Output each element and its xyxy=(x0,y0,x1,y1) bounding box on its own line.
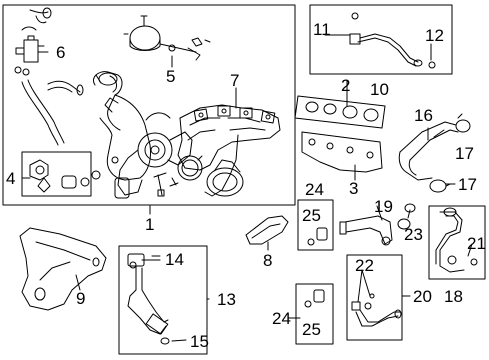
gasket-kit-box xyxy=(297,199,334,251)
hose-clamp-lower xyxy=(429,179,451,193)
callout-6: 6 xyxy=(56,43,66,62)
callout-20: 20 xyxy=(413,287,432,306)
callout-4: 4 xyxy=(6,169,16,188)
turbo-assembly-box xyxy=(2,4,296,206)
water-inlet-pipe xyxy=(339,215,393,246)
callout-2: 2 xyxy=(341,76,351,95)
callout-22: 22 xyxy=(355,256,374,275)
bypass-solenoid xyxy=(14,26,45,76)
callout-16: 16 xyxy=(414,106,433,125)
bypass-hose xyxy=(21,79,84,146)
callout-24-lower: 24 xyxy=(272,309,291,328)
gasket-kit-parts-lower xyxy=(304,289,325,308)
callout-23: 23 xyxy=(404,225,423,244)
bolts xyxy=(91,156,119,180)
turbocharger xyxy=(93,71,193,199)
callout-25-upper: 25 xyxy=(302,206,321,225)
actuator-parts xyxy=(29,159,90,193)
callout-19: 19 xyxy=(374,197,393,216)
heat-shield xyxy=(301,131,383,173)
oil-feed-pipe-box xyxy=(309,4,453,75)
heat-shield-bracket xyxy=(245,215,289,245)
oil-feed-pipe xyxy=(349,12,436,69)
turbo-support-bracket xyxy=(19,227,107,311)
actuator-clip xyxy=(191,37,211,47)
hose-clamp-upper xyxy=(455,113,471,133)
callout-15: 15 xyxy=(190,332,209,351)
callout-1: 1 xyxy=(145,215,155,234)
callout-5: 5 xyxy=(166,67,176,86)
exhaust-gasket xyxy=(294,95,386,129)
outlet-elbow xyxy=(206,159,244,197)
coolant-return-pipe xyxy=(435,207,478,273)
callout-3: 3 xyxy=(349,179,359,198)
callout-17-lower: 17 xyxy=(458,175,477,194)
studs xyxy=(153,172,179,197)
callout-12: 12 xyxy=(425,26,444,45)
water-pipe-box xyxy=(346,254,403,341)
callout-17-upper: 17 xyxy=(455,144,474,163)
water-return-pipe xyxy=(351,293,402,327)
coolant-pipe-box xyxy=(428,205,486,280)
callout-10: 10 xyxy=(370,80,389,99)
gasket-kit-parts xyxy=(307,227,328,246)
callout-18: 18 xyxy=(444,287,463,306)
callout-14: 14 xyxy=(165,250,184,269)
callout-8: 8 xyxy=(263,251,273,270)
callout-13: 13 xyxy=(217,290,236,309)
callout-24-upper: 24 xyxy=(305,180,324,199)
exhaust-manifold xyxy=(177,104,281,197)
callout-21: 21 xyxy=(467,234,486,253)
leader-lines xyxy=(21,34,473,342)
callout-7: 7 xyxy=(230,71,240,90)
clamp-ring xyxy=(177,155,203,181)
actuator-box xyxy=(21,151,92,197)
vacuum-hose xyxy=(29,7,52,24)
wastegate-actuator xyxy=(123,15,201,61)
callout-9: 9 xyxy=(76,289,86,308)
oil-return-pipe xyxy=(127,253,170,345)
oil-return-box xyxy=(118,245,208,355)
callout-11: 11 xyxy=(313,20,331,39)
callout-25-lower: 25 xyxy=(302,320,321,339)
gasket-kit-box-lower xyxy=(295,283,334,345)
coolant-hose xyxy=(398,121,459,181)
